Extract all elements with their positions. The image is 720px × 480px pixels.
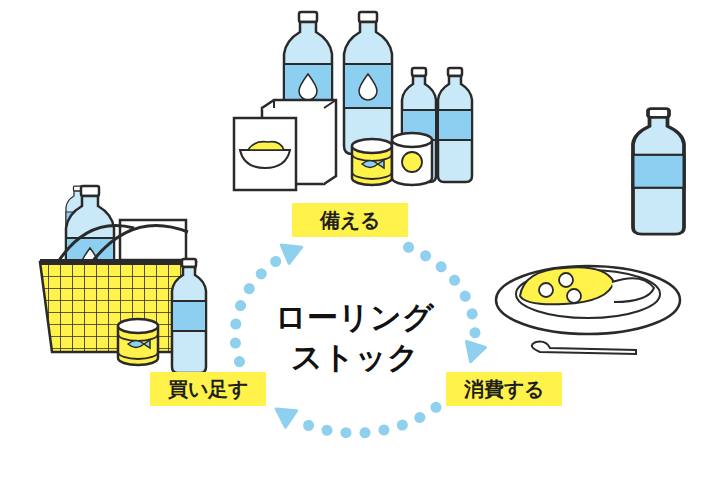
arrow-head [466, 341, 485, 361]
step-text: 備える [320, 208, 380, 232]
step-label: 消費する [446, 372, 562, 406]
basket-illustration [40, 186, 206, 373]
step-text: 買い足す [168, 377, 248, 401]
step-label: 買い足す [150, 372, 266, 406]
center-title: ローリング ストック [271, 297, 438, 378]
meal-illustration [496, 109, 684, 354]
dotted-arc [299, 407, 436, 433]
step-text: 消費する [464, 377, 544, 401]
arrow-head [281, 245, 301, 263]
step-label: 備える [292, 203, 408, 237]
dotted-arc [235, 260, 278, 362]
cycle-arrow [276, 407, 436, 433]
stockpile-illustration [234, 12, 472, 190]
arrow-head [276, 409, 297, 427]
